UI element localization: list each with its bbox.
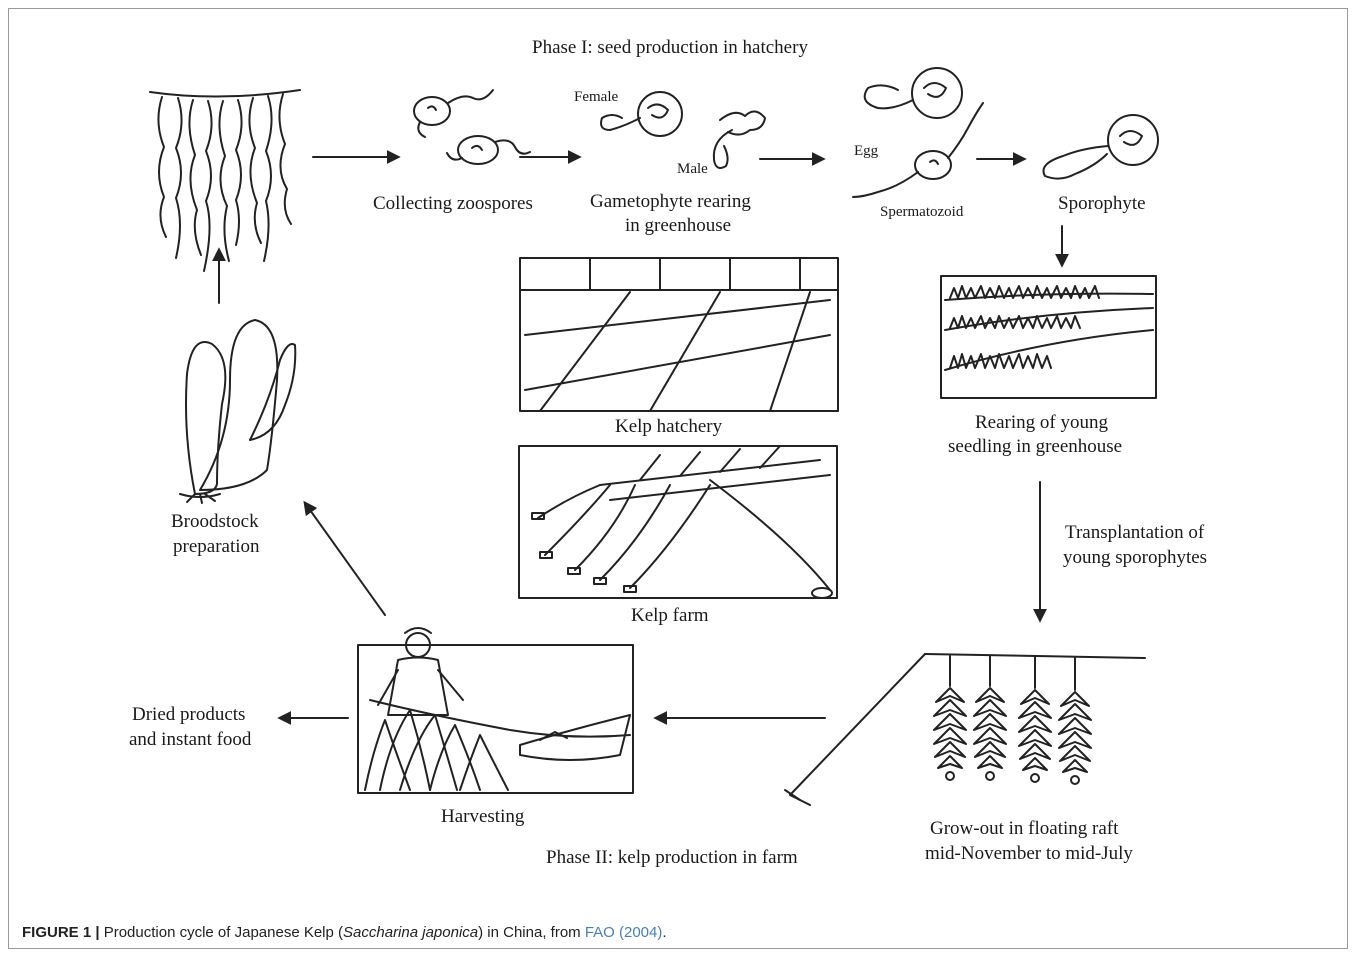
rearing-label-line2: seedling in greenhouse bbox=[948, 434, 1122, 459]
harvesting-illustration bbox=[358, 628, 633, 793]
broodstock-label-line2: preparation bbox=[173, 534, 260, 559]
transplant-label-line1: Transplantation of bbox=[1065, 520, 1204, 545]
caption-figure-number: FIGURE 1 | bbox=[22, 924, 100, 941]
phase2-label: Phase II: kelp production in farm bbox=[546, 845, 798, 870]
gametophyte-label-line1: Gametophyte rearing bbox=[590, 189, 751, 214]
egg-label: Egg bbox=[854, 139, 878, 164]
caption-text-b: ) in China, from bbox=[478, 924, 585, 941]
spermatozoid-label: Spermatozoid bbox=[880, 200, 963, 225]
floating-raft-illustration bbox=[785, 654, 1145, 805]
adult-kelp-illustration bbox=[180, 320, 295, 503]
caption-reference-link[interactable]: FAO (2004) bbox=[585, 924, 663, 941]
arrow-harvesting-to-broodstock bbox=[305, 503, 385, 615]
rearing-label-line1: Rearing of young bbox=[975, 410, 1108, 435]
figure-caption: FIGURE 1 | Production cycle of Japanese … bbox=[22, 924, 667, 941]
sporophyte-label: Sporophyte bbox=[1058, 191, 1146, 216]
kelp-farm-illustration bbox=[519, 446, 837, 598]
hanging-kelp-illustration bbox=[150, 90, 300, 271]
caption-species: Saccharina japonica bbox=[343, 924, 478, 941]
male-label: Male bbox=[677, 157, 708, 182]
growout-label-line2: mid-November to mid-July bbox=[925, 841, 1133, 866]
harvesting-label: Harvesting bbox=[441, 804, 524, 829]
gametophyte-label-line2: in greenhouse bbox=[625, 213, 731, 238]
caption-text-c: . bbox=[662, 924, 666, 941]
zoospores-illustration bbox=[414, 90, 530, 164]
dried-products-label-line2: and instant food bbox=[129, 727, 251, 752]
egg-spermatozoid-illustration bbox=[853, 68, 983, 197]
growout-label-line1: Grow-out in floating raft bbox=[930, 816, 1118, 841]
caption-text-a: Production cycle of Japanese Kelp ( bbox=[100, 924, 343, 941]
kelp-hatchery-label: Kelp hatchery bbox=[615, 414, 722, 439]
collecting-zoospores-label: Collecting zoospores bbox=[373, 191, 533, 216]
sporophyte-illustration bbox=[1043, 115, 1158, 179]
dried-products-label-line1: Dried products bbox=[132, 702, 245, 727]
broodstock-label-line1: Broodstock bbox=[171, 509, 259, 534]
phase1-label: Phase I: seed production in hatchery bbox=[532, 35, 808, 60]
transplant-label-line2: young sporophytes bbox=[1063, 545, 1207, 570]
kelp-farm-label: Kelp farm bbox=[631, 603, 709, 628]
seedling-rearing-illustration bbox=[941, 276, 1156, 398]
kelp-hatchery-illustration bbox=[520, 258, 838, 411]
female-label: Female bbox=[574, 85, 618, 110]
